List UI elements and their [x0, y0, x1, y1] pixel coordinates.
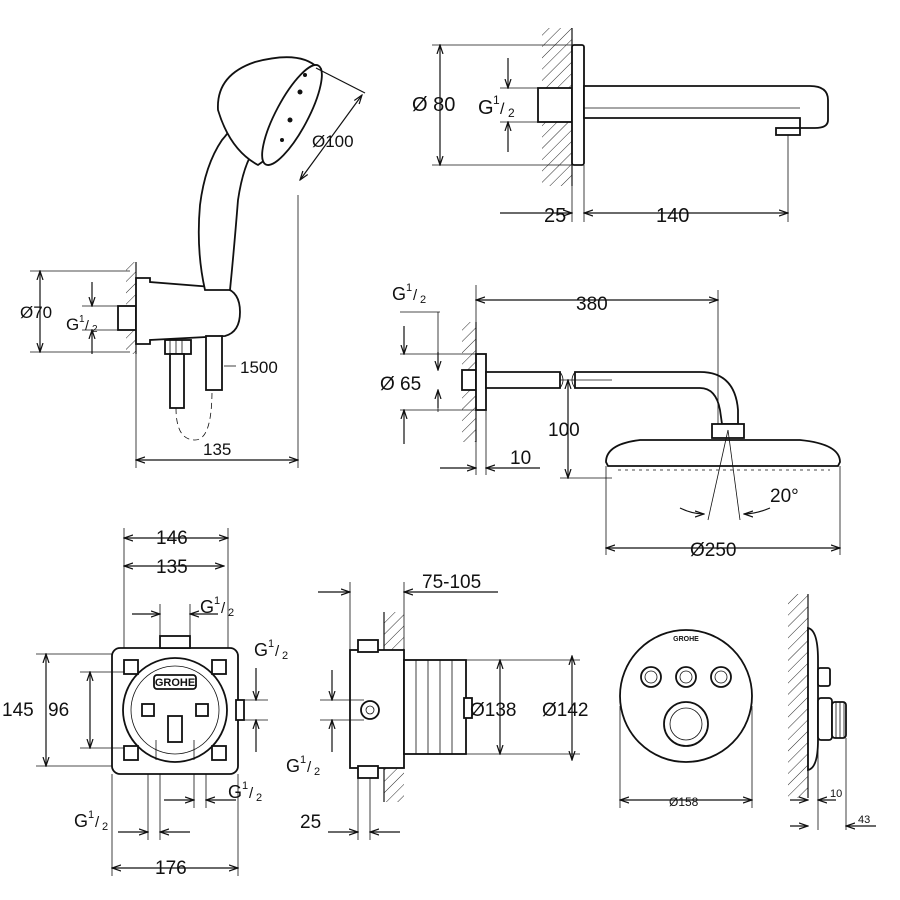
dim-spout-25: 25	[544, 205, 566, 227]
dim-box-96: 96	[48, 700, 69, 721]
fraction-num-2: 1	[493, 93, 500, 107]
fraction-num-4: 1	[214, 595, 220, 607]
dim-side-25: 25	[300, 812, 321, 833]
faceplate-front: GROHE	[619, 629, 753, 808]
dim-head-100: 100	[548, 420, 580, 441]
button-3	[710, 666, 732, 688]
side-connector	[360, 700, 380, 720]
dim-box-145: 145	[2, 700, 34, 721]
dim-head-dia250: Ø250	[690, 540, 736, 561]
dim-box-g-top: G	[200, 597, 214, 617]
install-box-side	[318, 582, 580, 840]
button-1	[640, 666, 662, 688]
spout-rosette	[571, 44, 585, 166]
spout-body	[583, 85, 829, 129]
handshower-view	[30, 56, 366, 468]
dim-head-dia65: Ø 65	[380, 374, 421, 395]
dim-box-135: 135	[156, 557, 188, 578]
dim-handshower-135: 135	[203, 440, 231, 459]
dim-spout-dia80: Ø 80	[412, 94, 455, 116]
fraction-slash-4: /	[221, 600, 226, 617]
dim-box-176: 176	[155, 858, 187, 879]
hose-dashed	[175, 389, 213, 441]
dim-head-g: G	[392, 284, 406, 304]
fraction-slash-8: /	[307, 759, 312, 776]
arm-rosette	[475, 353, 487, 411]
dim-handshower-dia100: Ø100	[312, 132, 354, 151]
dim-head-10: 10	[510, 448, 531, 469]
fraction-den-2: 2	[508, 106, 515, 120]
dim-spout-140: 140	[656, 205, 689, 227]
fraction-num-3: 1	[406, 282, 412, 294]
dim-head-380: 380	[576, 294, 608, 315]
dim-box-g-bottom-right: G	[228, 782, 242, 802]
dim-head-angle: 20°	[770, 486, 799, 507]
fraction-slash: /	[85, 317, 89, 333]
dim-side-g: G	[286, 756, 300, 776]
fraction-den-5: 2	[282, 650, 288, 662]
faceplate-circle	[619, 629, 753, 763]
dim-box-g-bottom-left: G	[74, 811, 88, 831]
fraction-den-4: 2	[228, 607, 234, 619]
install-box-front: GROHE	[36, 528, 268, 876]
fraction-slash-3: /	[413, 287, 418, 304]
fraction-num-6: 1	[242, 780, 248, 792]
dim-handshower-g: G	[66, 315, 79, 334]
dim-box-146: 146	[156, 528, 188, 549]
fraction-den: 2	[92, 324, 98, 335]
box-mixer-disk	[122, 657, 228, 763]
plate-side-profile	[807, 626, 819, 772]
dim-spout-g: G	[478, 97, 494, 119]
dim-handshower-dia70: Ø70	[20, 303, 52, 322]
dim-handshower-1500: 1500	[240, 358, 278, 377]
spout-view	[432, 28, 829, 222]
knob-side	[817, 697, 833, 741]
fraction-num-7: 1	[88, 809, 94, 821]
shower-arm-1	[485, 371, 561, 389]
fraction-num-5: 1	[268, 638, 274, 650]
fraction-den-3: 2	[420, 294, 426, 306]
dim-side-dia138: Ø138	[470, 700, 516, 721]
fraction-num: 1	[79, 314, 85, 325]
side-sleeve	[403, 659, 467, 755]
dim-plate-43: 43	[858, 814, 870, 826]
dim-plate-dia158: Ø158	[669, 795, 699, 809]
dim-side-75-105: 75-105	[422, 572, 481, 593]
dim-box-g-right: G	[254, 640, 268, 660]
faceplate-brand-logo: GROHE	[673, 636, 699, 643]
button-2	[675, 666, 697, 688]
fraction-den-7: 2	[102, 821, 108, 833]
fraction-slash-7: /	[95, 814, 100, 831]
faceplate-side	[788, 594, 876, 830]
plate-wall-hatch	[788, 594, 808, 798]
fraction-slash-6: /	[249, 785, 254, 802]
dim-plate-10: 10	[830, 788, 842, 800]
fraction-den-6: 2	[256, 792, 262, 804]
spout-connector	[537, 87, 573, 123]
temperature-knob	[663, 701, 709, 747]
fraction-slash-5: /	[275, 643, 280, 660]
dim-side-dia142: Ø142	[542, 700, 588, 721]
fraction-num-8: 1	[300, 754, 306, 766]
fraction-den-8: 2	[314, 766, 320, 778]
fraction-slash-2: /	[500, 101, 505, 118]
hose-nut	[164, 339, 192, 355]
spout-aerator	[775, 127, 801, 136]
box-brand-logo: GROHE	[155, 677, 195, 689]
headshower-view	[400, 285, 840, 555]
